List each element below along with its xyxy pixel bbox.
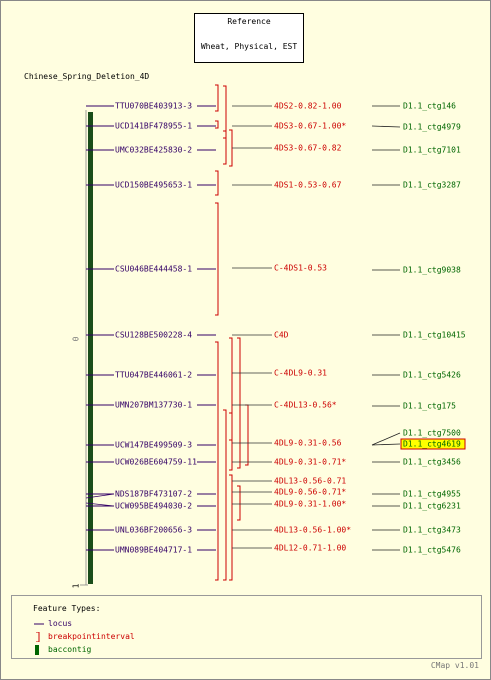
breakpoint-label[interactable]: 4DS3-0.67-0.82 xyxy=(274,144,342,153)
locus-label[interactable]: UCW095BE494030-2 xyxy=(115,502,192,511)
breakpoint-label[interactable]: 4DL9-0.56-0.71* xyxy=(274,488,346,497)
breakpoint-interval[interactable] xyxy=(215,202,219,316)
breakpoint-label[interactable]: 4DL13-0.56-0.71 xyxy=(274,477,346,486)
breakpoint-label[interactable]: 4DS1-0.53-0.67 xyxy=(274,181,342,190)
legend: Feature Types: locus breakpointinterval … xyxy=(11,595,482,659)
cmap-diagram: 0 1 TTU070BE403913-3UCD141BF478955-1UMC032… xyxy=(72,84,466,588)
contig-label[interactable]: D1.1_ctg3473 xyxy=(403,526,461,535)
chromosome-bar[interactable] xyxy=(88,112,93,584)
breakpoint-interval[interactable] xyxy=(229,129,233,167)
breakpoint-interval[interactable] xyxy=(215,120,219,129)
locus-label[interactable]: UCW026BE604759-11 xyxy=(115,458,197,467)
breakpoint-interval[interactable] xyxy=(215,341,219,581)
breakpoint-label[interactable]: 4DL13-0.56-1.00* xyxy=(274,526,351,535)
contig-label[interactable]: D1.1_ctg7101 xyxy=(403,146,461,155)
locus-label[interactable]: CSU046BE444458-1 xyxy=(115,265,192,274)
version-label: CMap v1.01 xyxy=(430,661,479,670)
locus-label[interactable]: CSU128BE500228-4 xyxy=(115,331,192,340)
legend-label: baccontig xyxy=(48,645,92,654)
contig-label[interactable]: D1.1_ctg146 xyxy=(403,102,456,111)
locus-label[interactable]: TTU070BE403913-3 xyxy=(115,102,192,111)
breakpoint-interval[interactable] xyxy=(229,412,233,471)
breakpoint-label[interactable]: C-4DL13-0.56* xyxy=(274,401,337,410)
legend-title: Feature Types: xyxy=(33,604,101,613)
contig-label[interactable]: D1.1_ctg5476 xyxy=(403,546,461,555)
locus-label[interactable]: UNL036BF200656-3 xyxy=(115,526,192,535)
breakpoint-label[interactable]: 4DS3-0.67-1.00* xyxy=(274,122,346,131)
locus-label[interactable]: NDS187BF473107-2 xyxy=(115,490,192,499)
breakpoint-interval[interactable] xyxy=(215,84,219,112)
breakpoint-interval[interactable] xyxy=(223,409,227,581)
line-icon xyxy=(34,623,44,625)
breakpoint-interval[interactable] xyxy=(229,474,233,581)
contig-label[interactable]: D1.1_ctg175 xyxy=(403,402,456,411)
breakpoint-label[interactable]: 4DL12-0.71-1.00 xyxy=(274,544,346,553)
contig-label[interactable]: D1.1_ctg4955 xyxy=(403,490,461,499)
contig-label[interactable]: D1.1_ctg6231 xyxy=(403,502,461,511)
breakpoint-interval[interactable] xyxy=(245,404,249,466)
locus-label[interactable]: UCD150BE495653-1 xyxy=(115,181,192,190)
locus-connector xyxy=(85,493,115,499)
legend-label: breakpointinterval xyxy=(48,632,135,641)
contig-connector xyxy=(371,443,401,446)
contig-label[interactable]: D1.1_ctg10415 xyxy=(403,331,466,340)
locus-label[interactable]: TTU047BE446061-2 xyxy=(115,371,192,380)
locus-label[interactable]: UMN207BM137730-1 xyxy=(115,401,192,410)
breakpoint-label[interactable]: C4D xyxy=(274,331,289,340)
locus-label[interactable]: UCW147BE499509-3 xyxy=(115,441,192,450)
breakpoint-label[interactable]: 4DL9-0.31-1.00* xyxy=(274,500,346,509)
reference-box[interactable]: Reference Wheat, Physical, EST xyxy=(194,13,304,63)
breakpoint-label[interactable]: C-4DL9-0.31 xyxy=(274,369,327,378)
contig-label[interactable]: D1.1_ctg9038 xyxy=(403,266,461,275)
contig-connector xyxy=(371,125,401,128)
breakpoint-interval[interactable] xyxy=(237,485,241,521)
breakpoint-label[interactable]: 4DL9-0.31-0.71* xyxy=(274,458,346,467)
ruler-label-top: 0 xyxy=(72,336,81,341)
contig-label[interactable]: D1.1_ctg3456 xyxy=(403,458,461,467)
contig-label[interactable]: D1.1_ctg3287 xyxy=(403,181,461,190)
breakpoint-interval[interactable] xyxy=(215,170,219,196)
breakpoint-label[interactable]: 4DL9-0.31-0.56 xyxy=(274,439,342,448)
reference-title: Reference xyxy=(227,17,271,26)
contig-highlight xyxy=(400,438,466,450)
ruler-label-bottom: 1 xyxy=(72,583,81,588)
locus-label[interactable]: UCD141BF478955-1 xyxy=(115,122,192,131)
contig-label[interactable]: D1.1_ctg4619 xyxy=(403,440,461,449)
locus-label[interactable]: UMC032BE425830-2 xyxy=(115,146,192,155)
reference-subtitle: Wheat, Physical, EST xyxy=(200,42,298,51)
bar-icon xyxy=(35,645,39,655)
contig-label[interactable]: D1.1_ctg7500 xyxy=(403,429,461,438)
breakpoint-interval[interactable] xyxy=(229,337,233,441)
contig-label[interactable]: D1.1_ctg4979 xyxy=(403,123,461,132)
contig-connector xyxy=(371,432,401,446)
legend-label: locus xyxy=(48,619,73,628)
contig-label[interactable]: D1.1_ctg5426 xyxy=(403,371,461,380)
bracket-icon xyxy=(36,632,40,642)
breakpoint-interval[interactable] xyxy=(223,85,227,139)
locus-connector xyxy=(85,502,115,507)
breakpoint-label[interactable]: C-4DS1-0.53 xyxy=(274,264,327,273)
locus-label[interactable]: UMN089BE404717-1 xyxy=(115,546,192,555)
map-title[interactable]: Chinese_Spring_Deletion_4D xyxy=(24,72,150,81)
breakpoint-interval[interactable] xyxy=(223,130,227,165)
breakpoint-label[interactable]: 4DS2-0.82-1.00 xyxy=(274,102,342,111)
breakpoint-interval[interactable] xyxy=(237,337,241,469)
